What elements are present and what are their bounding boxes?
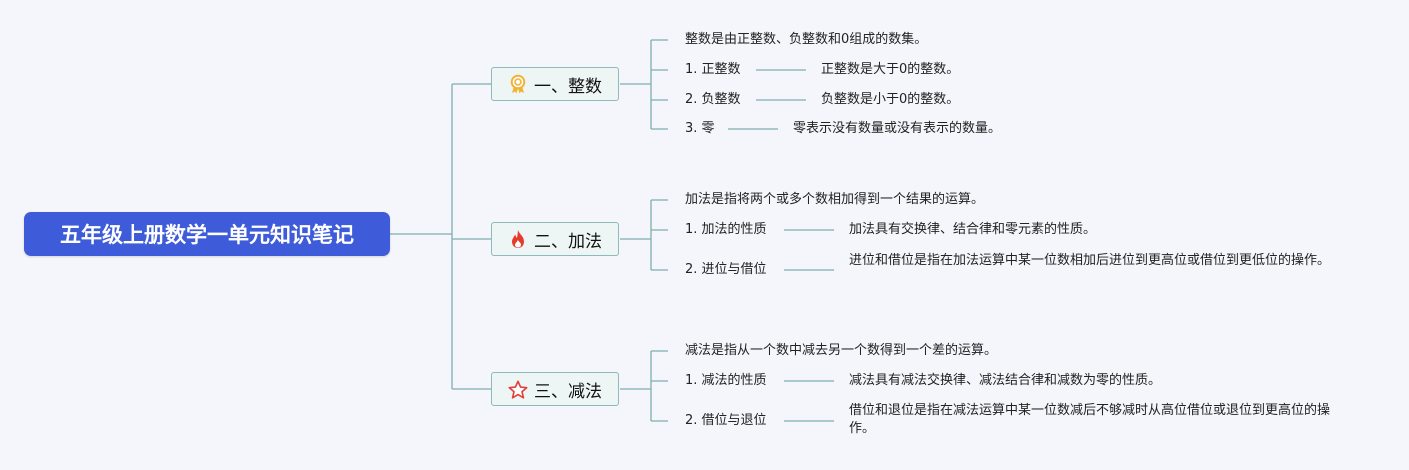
- branch-subtraction[interactable]: 三、减法: [491, 372, 619, 406]
- root-topic[interactable]: 五年级上册数学一单元知识笔记: [24, 212, 390, 256]
- item-label: 2. 借位与退位: [685, 413, 767, 428]
- branch-integers[interactable]: 一、整数: [491, 67, 619, 101]
- item-detail: 减法具有减法交换律、减法结合律和减数为零的性质。: [849, 373, 1162, 388]
- item-detail: 进位和借位是指在加法运算中某一位数相加后进位到更高位或借位到更低位的操作。: [849, 253, 1331, 268]
- item-label: 1. 加法的性质: [685, 222, 767, 237]
- item-label: 3. 零: [685, 121, 715, 136]
- branch-title: 二、加法: [534, 231, 602, 252]
- branch-title: 一、整数: [534, 76, 602, 97]
- definition-text: 减法是指从一个数中减去另一个数得到一个差的运算。: [685, 343, 998, 358]
- item-detail: 借位和退位是指在减法运算中某一位数减后不够减时从高位借位或退位到更高位的操作。: [849, 403, 1331, 436]
- item-label: 1. 正整数: [685, 62, 741, 77]
- fire-icon: [508, 229, 528, 249]
- item-label: 2. 进位与借位: [685, 262, 767, 277]
- branch-title: 三、减法: [534, 381, 602, 402]
- item-label: 2. 负整数: [685, 92, 741, 107]
- item-detail: 零表示没有数量或没有表示的数量。: [793, 121, 1002, 136]
- item-detail: 加法具有交换律、结合律和零元素的性质。: [849, 222, 1097, 237]
- award-ribbon-icon: [508, 74, 528, 94]
- root-title: 五年级上册数学一单元知识笔记: [60, 223, 354, 247]
- definition-text: 整数是由正整数、负整数和0组成的数集。: [685, 32, 928, 47]
- item-detail: 正整数是大于0的整数。: [821, 62, 960, 77]
- branch-addition[interactable]: 二、加法: [491, 222, 619, 256]
- item-detail: 负整数是小于0的整数。: [821, 92, 960, 107]
- definition-text: 加法是指将两个或多个数相加得到一个结果的运算。: [685, 192, 985, 207]
- star-icon: [508, 379, 528, 399]
- item-label: 1. 减法的性质: [685, 373, 767, 388]
